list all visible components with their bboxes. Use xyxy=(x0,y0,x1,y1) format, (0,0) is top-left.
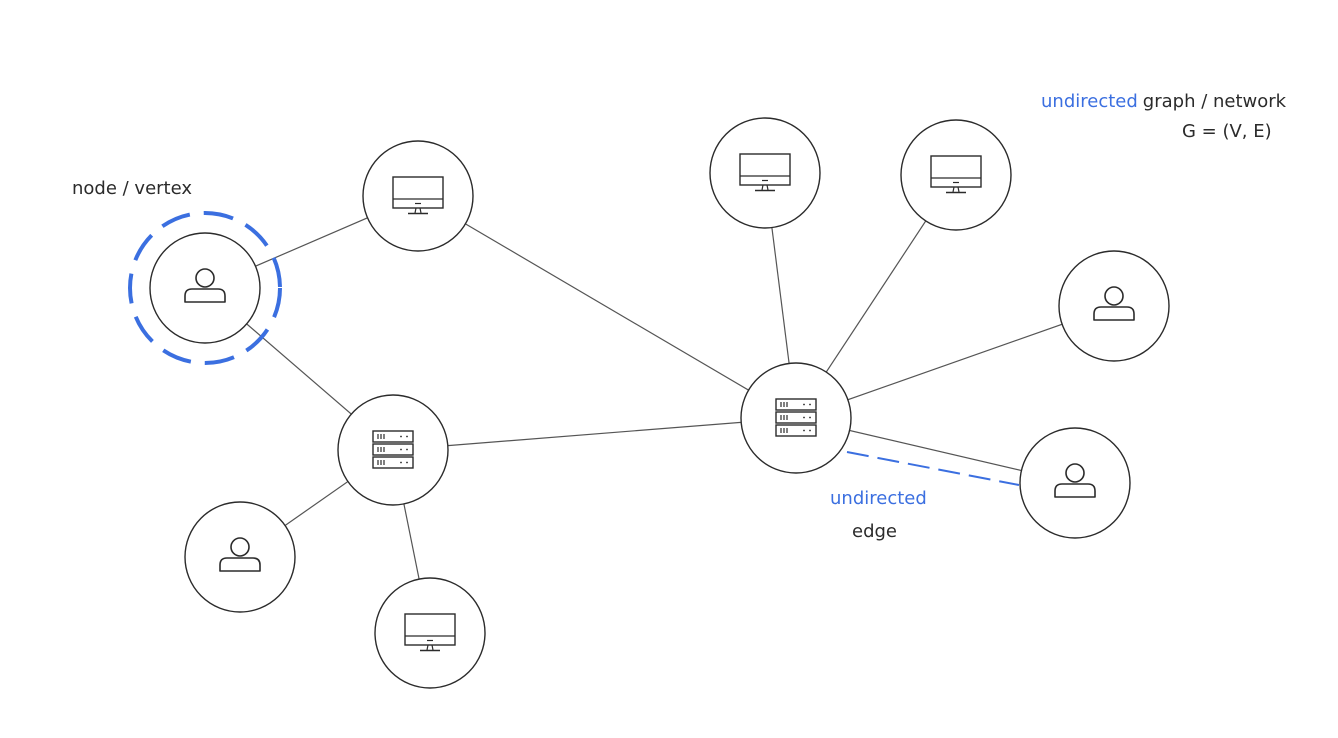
edge-label-accent: undirected xyxy=(830,488,927,509)
node-computer-bottom xyxy=(374,577,486,689)
graph-formula: G = (V, E) xyxy=(1182,121,1272,142)
edge-hub-user-right xyxy=(795,305,1115,419)
node-computer-top-right xyxy=(900,119,1012,231)
node-server-left xyxy=(337,394,449,506)
edge-label-rest: edge xyxy=(852,521,897,542)
node-user-right xyxy=(1058,250,1170,362)
node-vertex-label: node / vertex xyxy=(72,178,192,199)
node-user-highlighted xyxy=(149,232,261,344)
title-rest: graph / network xyxy=(1143,91,1287,112)
node-computer-top-left xyxy=(362,140,474,252)
node-server-hub xyxy=(740,362,852,474)
highlighted-edge-dashed xyxy=(846,451,1020,486)
edge-computer-hub xyxy=(417,195,797,419)
node-user-bottom-left xyxy=(184,501,296,613)
highlight-dashed-ring xyxy=(128,211,282,365)
edges xyxy=(204,172,1115,634)
node-computer-top-middle xyxy=(709,117,821,229)
nodes xyxy=(128,117,1170,689)
node-user-bottom-right xyxy=(1019,427,1131,539)
edge-server-hub xyxy=(392,417,797,451)
title-accent-word: undirected xyxy=(1041,91,1138,112)
